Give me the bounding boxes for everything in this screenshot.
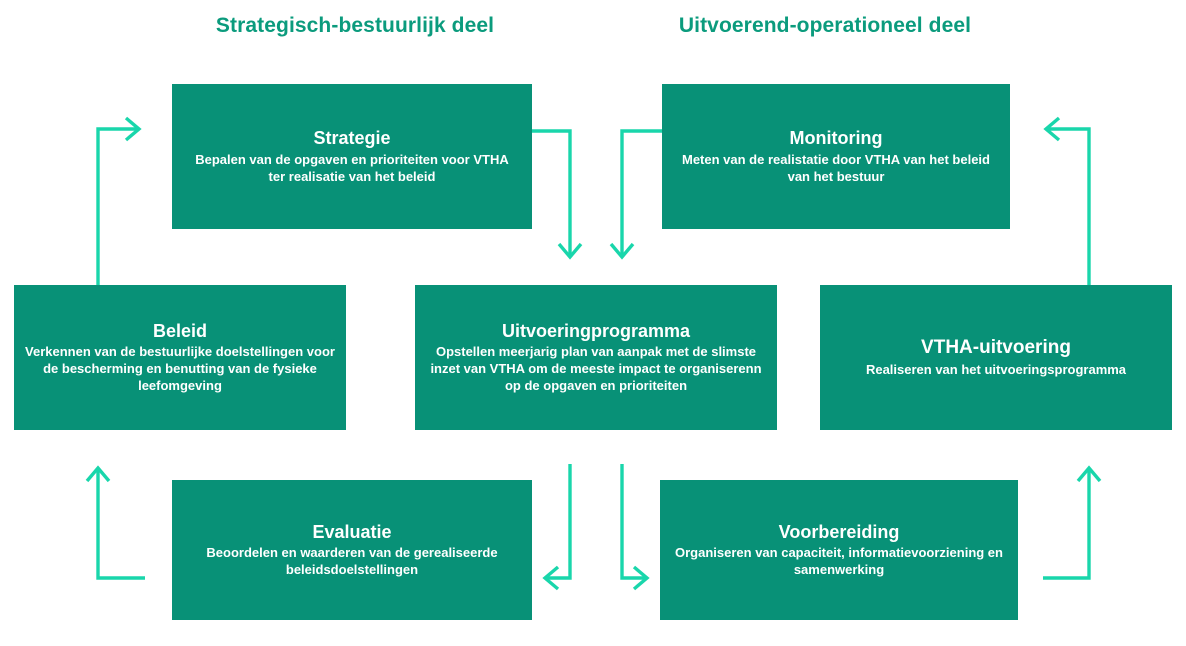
node-beleid-description: Verkennen van de bestuurlijke doelstelli… <box>25 344 335 394</box>
arrow-beleid-to-strategie <box>96 116 142 287</box>
node-beleid[interactable]: Beleid Verkennen van de bestuurlijke doe… <box>14 285 346 430</box>
node-monitoring-title: Monitoring <box>789 128 883 149</box>
node-vtha-uitvoering-description: Realiseren van het uitvoeringsprogramma <box>865 361 1127 377</box>
node-monitoring-description: Meten van de realistatie door VTHA van h… <box>682 151 990 184</box>
arrow-vtha-uitvoering-to-monitoring <box>1043 116 1091 287</box>
node-vtha-uitvoering-title: VTHA-uitvoering <box>921 337 1071 359</box>
node-uitvoeringprogramma-title: Uitvoeringprogramma <box>501 321 691 341</box>
node-strategie[interactable]: Strategie Bepalen van de opgaven en prio… <box>172 84 532 229</box>
node-evaluatie-title: Evaluatie <box>312 521 392 542</box>
node-monitoring[interactable]: Monitoring Meten van de realistatie door… <box>662 84 1010 229</box>
node-vtha-uitvoering[interactable]: VTHA-uitvoering Realiseren van het uitvo… <box>820 285 1172 430</box>
node-uitvoeringprogramma[interactable]: Uitvoeringprogramma Opstellen meerjarig … <box>415 285 777 430</box>
node-voorbereiding-title: Voorbereiding <box>778 521 900 542</box>
node-evaluatie[interactable]: Evaluatie Beoordelen en waarderen van de… <box>172 480 532 620</box>
column-header-strategisch-bestuurlijk: Strategisch-bestuurlijk deel <box>215 14 495 37</box>
node-uitvoeringprogramma-description: Opstellen meerjarig plan van aanpak met … <box>430 344 762 394</box>
node-beleid-title: Beleid <box>152 321 208 341</box>
node-voorbereiding-description: Organiseren van capaciteit, informatievo… <box>675 545 1003 578</box>
node-strategie-title: Strategie <box>313 128 391 149</box>
node-strategie-description: Bepalen van de opgaven en prioriteiten v… <box>195 151 509 184</box>
arrow-evaluatie-to-beleid <box>85 465 145 580</box>
node-evaluatie-description: Beoordelen en waarderen van de gerealise… <box>206 545 498 578</box>
arrow-uitvoeringprogramma-to-evaluatie <box>542 464 572 591</box>
column-header-uitvoerend-operationeel: Uitvoerend-operationeel deel <box>678 14 972 37</box>
arrow-voorbereiding-to-vtha-uitvoering <box>1043 465 1102 580</box>
node-voorbereiding[interactable]: Voorbereiding Organiseren van capaciteit… <box>660 480 1018 620</box>
arrow-uitvoeringprogramma-to-voorbereiding <box>620 464 650 591</box>
